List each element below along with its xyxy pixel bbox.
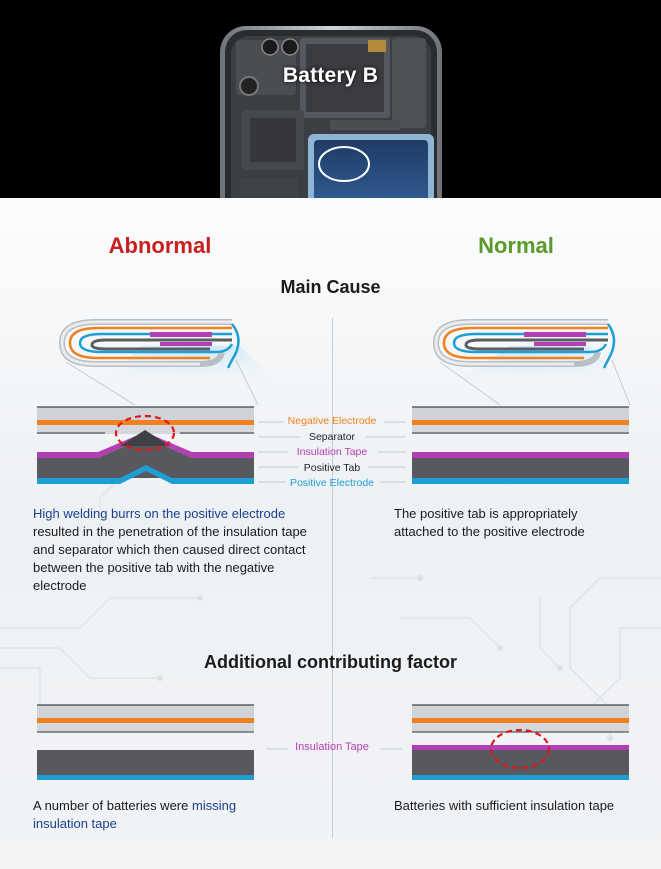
abnormal-heading: Abnormal — [108, 233, 212, 258]
label-positive-tab: Positive Tab — [303, 461, 361, 474]
abnormal-layer-stack — [37, 406, 254, 484]
phone-internals-image — [220, 26, 442, 198]
abnormal-no-tape-stack — [37, 704, 254, 780]
normal-main-description: The positive tab is appropriately attach… — [394, 506, 585, 539]
abnormal-main-rest: resulted in the penetration of the insul… — [33, 524, 307, 593]
abnormal-main-description: High welding burrs on the positive elect… — [33, 505, 318, 595]
battery-highlight-ellipse — [318, 146, 370, 182]
abnormal-additional-description: A number of batteries were missing insul… — [33, 797, 253, 833]
abnormal-additional-highlight: missing insulation tape — [33, 798, 237, 831]
hero-title: Battery B — [282, 64, 379, 87]
hero-banner: Battery B — [0, 0, 661, 198]
label-separator: Separator — [308, 430, 356, 443]
normal-with-tape-stack — [412, 704, 629, 780]
folded-cell-icon — [420, 319, 640, 406]
normal-layer-stack — [412, 406, 629, 484]
normal-additional-description: Batteries with sufficient insulation tap… — [394, 798, 615, 813]
label-positive-electrode: Positive Electrode — [289, 477, 375, 489]
normal-heading: Normal — [478, 233, 554, 258]
label-negative-electrode: Negative Electrode — [287, 415, 377, 427]
tape-marker-circle — [489, 728, 551, 770]
additional-factor-heading: Additional contributing factor — [204, 652, 457, 672]
label-insulation-tape-additional: Insulation Tape — [295, 741, 369, 753]
main-cause-heading: Main Cause — [280, 277, 381, 297]
layer-legend: Negative Electrode Separator Insulation … — [262, 414, 402, 492]
burr-marker-circle — [114, 414, 176, 452]
abnormal-additional-plain: A number of batteries were — [33, 798, 192, 813]
abnormal-main-highlight: High welding burrs on the positive elect… — [33, 506, 286, 521]
label-insulation-tape: Insulation Tape — [296, 446, 368, 458]
folded-cell-icon — [58, 319, 300, 406]
